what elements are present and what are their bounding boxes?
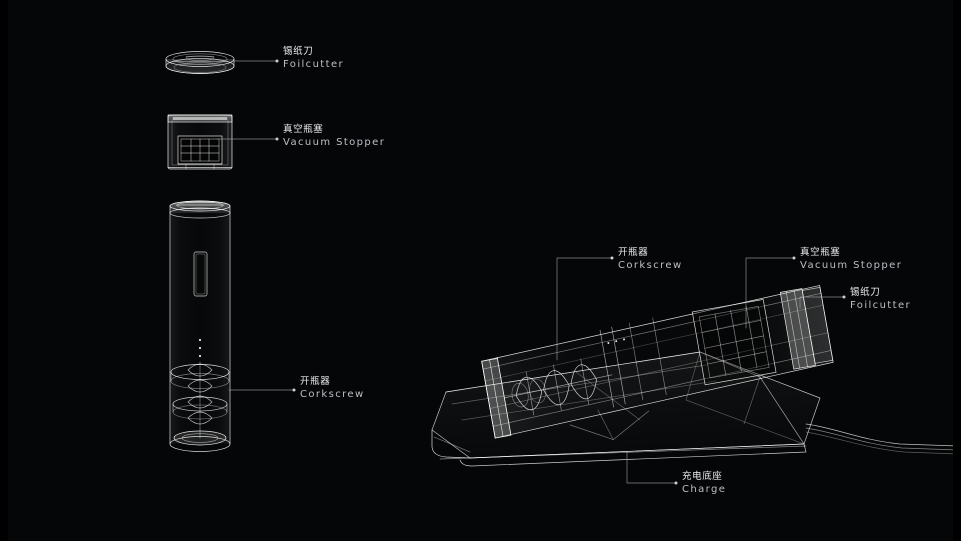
label-en: Vacuum Stopper — [800, 260, 903, 271]
label-vacuum-stopper-right: 真空瓶塞 Vacuum Stopper — [800, 246, 902, 273]
label-vacuum-stopper-left: 真空瓶塞 Vacuum Stopper — [283, 123, 385, 150]
leader-lines — [216, 59, 846, 485]
corkscrew-part — [169, 200, 231, 452]
label-cn: 充电底座 — [682, 471, 723, 482]
label-cn: 开瓶器 — [300, 376, 331, 387]
corkscrew-docked-part — [481, 285, 834, 440]
label-en: Corkscrew — [618, 260, 683, 271]
foilcutter-part — [165, 51, 235, 74]
label-foilcutter-left: 锡纸刀 Foilcutter — [283, 45, 344, 72]
label-foilcutter-right: 锡纸刀 Foilcutter — [850, 286, 911, 313]
label-charge: 充电底座 Charge — [682, 470, 726, 497]
label-cn: 锡纸刀 — [850, 287, 881, 298]
label-en: Foilcutter — [850, 300, 912, 311]
label-cn: 开瓶器 — [618, 247, 649, 258]
power-cord — [805, 423, 959, 455]
label-corkscrew-right: 开瓶器 Corkscrew — [618, 246, 683, 273]
assembly-view — [431, 285, 959, 467]
label-cn: 锡纸刀 — [283, 46, 314, 57]
label-corkscrew-left: 开瓶器 Corkscrew — [300, 375, 365, 402]
label-cn: 真空瓶塞 — [800, 247, 841, 258]
letterbox-left — [0, 0, 8, 541]
label-en: Vacuum Stopper — [283, 137, 386, 148]
label-en: Foilcutter — [283, 59, 345, 70]
vacuum-stopper-docked — [691, 299, 777, 386]
vacuum-stopper-part — [167, 114, 233, 170]
letterbox-right — [953, 0, 961, 541]
label-cn: 真空瓶塞 — [283, 124, 324, 135]
foilcutter-docked — [779, 287, 834, 370]
label-en: Corkscrew — [300, 389, 365, 400]
label-en: Charge — [682, 484, 727, 495]
